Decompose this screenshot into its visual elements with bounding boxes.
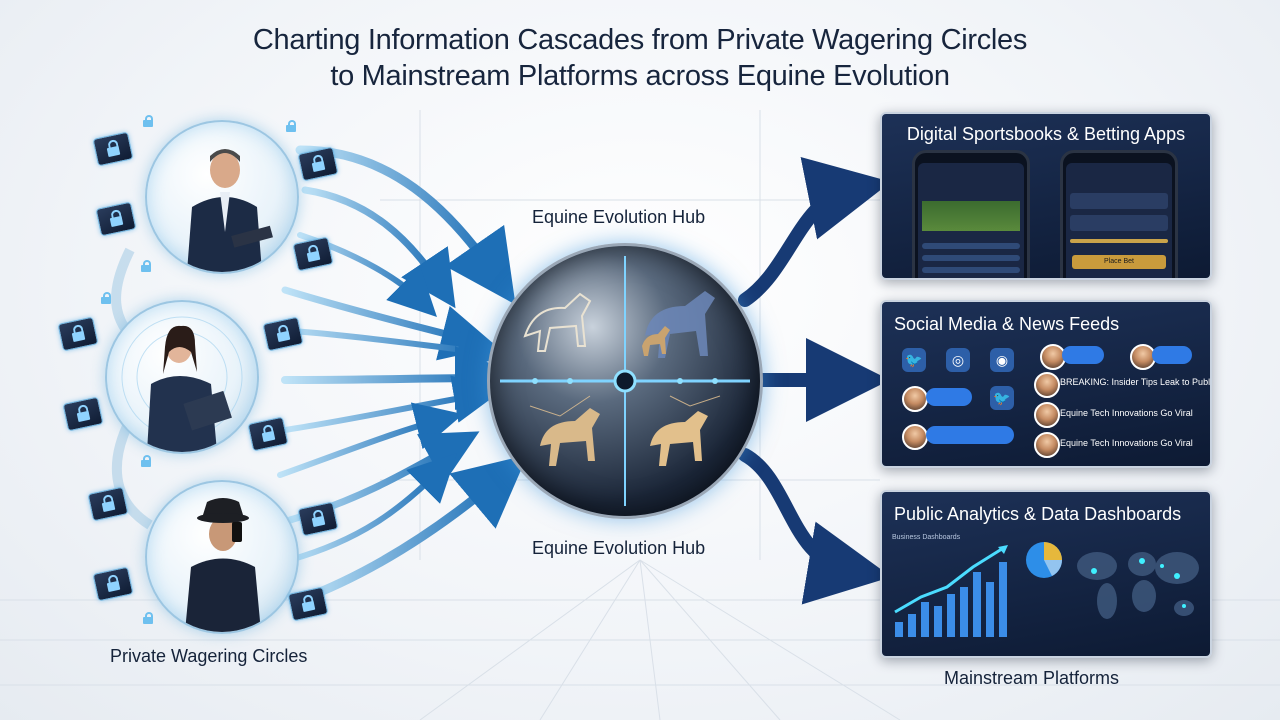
twitter-icon: 🐦 (990, 386, 1014, 410)
lock-icon (101, 500, 116, 513)
avatar (1034, 402, 1060, 428)
like-share-pill (926, 426, 1014, 444)
title-line-2: to Mainstream Platforms across Equine Ev… (330, 60, 950, 92)
avatar (1034, 432, 1060, 458)
like-share-pill (1062, 346, 1104, 364)
analytics-panel: Public Analytics & Data Dashboards Busin… (880, 490, 1212, 658)
news-headline[interactable]: BREAKING: Insider Tips Leak to Public (1060, 377, 1212, 387)
lock-icon (106, 580, 121, 593)
hub-quadrants (500, 256, 750, 506)
social-panel-title: Social Media & News Feeds (894, 314, 1120, 334)
lock-icon (311, 515, 326, 528)
globe-map-icon (1077, 552, 1199, 619)
sportsbooks-panel: Digital Sportsbooks & Betting Apps Place… (880, 112, 1212, 280)
private-circle-tablet-user (105, 300, 259, 454)
private-circle-analyst (145, 120, 299, 274)
like-share-pill (1152, 346, 1192, 364)
sportsbooks-panel-title: Digital Sportsbooks & Betting Apps (906, 124, 1186, 144)
growth-bar-chart (894, 545, 1008, 637)
horse-icon (523, 292, 592, 352)
pie-chart-icon (1026, 542, 1062, 578)
lock-icon (261, 430, 276, 443)
lock-icon (285, 120, 297, 132)
lock-icon (276, 330, 291, 343)
horse-icon (642, 326, 670, 356)
news-headline[interactable]: Equine Tech Innovations Go Viral (1060, 438, 1193, 448)
like-share-pill (926, 388, 972, 406)
horse-icon (540, 408, 600, 466)
horse-icon (644, 291, 715, 358)
phone-mockup-race (912, 150, 1030, 278)
title-line-1: Charting Information Cascades from Priva… (252, 24, 1028, 56)
lock-icon (109, 215, 124, 228)
fedora-man-figure (185, 498, 261, 632)
twitter-icon: 🐦 (902, 348, 926, 372)
lock-icon (71, 330, 86, 343)
avatar (902, 424, 928, 450)
news-headline[interactable]: Equine Tech Innovations Go Viral (1060, 408, 1193, 418)
phone-mockup-bet: Place Bet (1060, 150, 1178, 278)
dashboard-caption: Business Dashboards (892, 534, 961, 541)
lock-icon (140, 455, 152, 467)
lock-icon (76, 410, 91, 423)
instagram-icon: ◎ (946, 348, 970, 372)
private-circles-label: Private Wagering Circles (110, 646, 308, 666)
private-circle-phone-caller (145, 480, 299, 634)
avatar (1034, 372, 1060, 398)
lock-icon (100, 292, 112, 304)
equine-evolution-hub (487, 243, 763, 519)
instagram-icon: ◉ (990, 348, 1014, 372)
hub-label-bottom: Equine Evolution Hub (532, 538, 706, 558)
lock-icon (306, 250, 321, 263)
lock-icon (106, 145, 121, 158)
businesswoman-figure (121, 316, 243, 452)
mainstream-label: Mainstream Platforms (944, 668, 1120, 688)
diagram-title: Charting Information Cascades from Priva… (0, 22, 1280, 94)
lock-icon (301, 600, 316, 613)
horse-icon (650, 411, 708, 466)
lock-icon (142, 115, 154, 127)
social-media-panel: Social Media & News Feeds 🐦 ◎ ◉ 🐦 BREAKI… (880, 300, 1212, 468)
avatar (902, 386, 928, 412)
businessman-figure (187, 149, 273, 272)
lock-icon (142, 612, 154, 624)
lock-icon (311, 160, 326, 173)
hub-label-top: Equine Evolution Hub (532, 207, 706, 227)
place-bet-button[interactable]: Place Bet (1072, 255, 1166, 269)
analytics-panel-title: Public Analytics & Data Dashboards (894, 504, 1182, 524)
lock-icon (140, 260, 152, 272)
